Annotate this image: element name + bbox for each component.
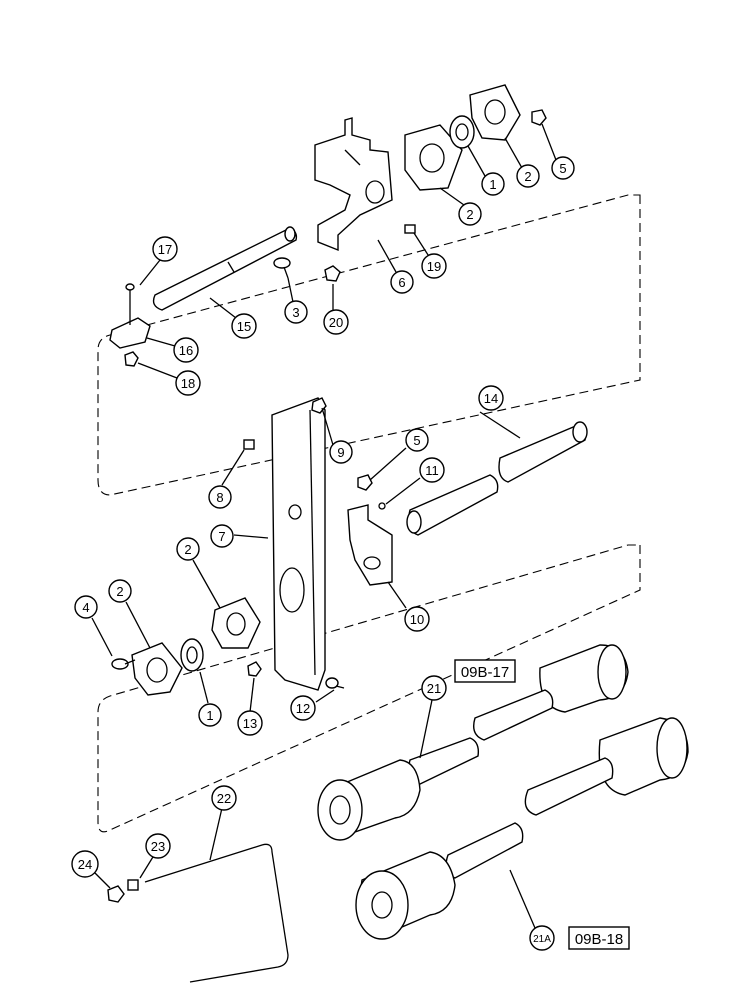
bracket-10 [347,504,393,586]
nut-20 [324,265,341,282]
svg-text:21A: 21A [533,934,551,945]
callout-11: 11 [419,457,445,483]
callout-24: 24 [71,850,99,878]
callout-23: 23 [145,833,171,859]
svg-text:19: 19 [427,259,441,274]
svg-text:15: 15 [237,319,251,334]
svg-text:8: 8 [216,490,223,505]
clip-11 [378,502,386,510]
callout-20: 20 [323,309,349,335]
shaft-15 [152,226,298,311]
nut-24 [107,885,125,903]
svg-text:1: 1 [206,708,213,723]
svg-text:2: 2 [524,169,531,184]
callout-1-lower: 1 [198,703,222,727]
callout-5-upper: 5 [551,156,575,180]
nut-18 [124,351,139,367]
callout-7: 7 [210,524,234,548]
carriage-bolt-12 [325,677,345,689]
mounting-bracket [314,117,393,252]
callout-6: 6 [390,270,414,294]
svg-text:9: 9 [337,445,344,460]
svg-text:12: 12 [296,701,310,716]
bolt-19 [404,224,416,234]
callout-17: 17 [152,236,178,262]
pto-shaft-21A [355,717,689,940]
callout-16: 16 [173,337,199,363]
callout-22: 22 [211,785,237,811]
svg-text:2: 2 [466,207,473,222]
callout-14: 14 [478,385,504,411]
bearing-upper [449,115,475,149]
callout-18: 18 [175,370,201,396]
svg-text:14: 14 [484,391,498,406]
bearing-lower [180,638,204,672]
svg-text:5: 5 [559,161,566,176]
callout-2-lower-left: 2 [108,579,132,603]
svg-text:23: 23 [151,839,165,854]
svg-text:6: 6 [398,275,405,290]
carriage-bolt-3 [273,257,291,279]
svg-text:22: 22 [217,791,231,806]
shaft-collar [109,283,151,349]
svg-text:1: 1 [489,177,496,192]
svg-text:3: 3 [292,305,299,320]
nut-13 [247,661,262,677]
callouts: 1 2 5 2 19 6 20 3 15 17 16 18 9 14 5 11 … [71,156,575,951]
callout-2-upper-left: 2 [458,202,482,226]
svg-text:7: 7 [218,529,225,544]
callout-3: 3 [284,300,308,324]
lower-assembly-outline [97,544,641,833]
tube-14 [498,421,588,483]
callout-10: 10 [404,606,430,632]
callout-2-upper-right: 2 [516,164,540,188]
callout-19: 19 [421,253,447,279]
callout-2-lower-right: 2 [176,537,200,561]
upper-assembly-outline [97,194,641,496]
callout-5-middle: 5 [405,428,429,452]
svg-text:4: 4 [82,600,89,615]
callout-4: 4 [74,595,98,619]
svg-text:17: 17 [158,242,172,257]
flange-plate-lower-right [211,597,261,649]
carriage-bolt-4 [111,658,136,670]
mounting-plate [271,397,326,691]
svg-text:16: 16 [179,343,193,358]
flange-plate-upper-left [404,124,463,191]
svg-text:20: 20 [329,315,343,330]
svg-text:11: 11 [425,463,439,478]
tube-14-second [406,474,499,536]
flange-plate-lower-left [131,642,183,696]
svg-text:24: 24 [78,857,92,872]
flange-plate-upper-right [469,84,521,141]
svg-text:13: 13 [243,716,257,731]
bolt-8 [243,439,255,450]
svg-text:5: 5 [413,433,420,448]
callout-15: 15 [231,313,257,339]
callout-8: 8 [208,485,232,509]
u-rod-22 [144,843,289,983]
callout-9: 9 [329,440,353,464]
reference-09B-18: 09B-18 [568,926,630,950]
svg-text:21: 21 [427,681,441,696]
callout-21A: 21A [529,925,555,951]
svg-text:09B-18: 09B-18 [575,931,623,948]
svg-text:10: 10 [410,612,424,627]
callout-12: 12 [290,695,316,721]
leader-lines [91,123,557,929]
reference-09B-17: 09B-17 [454,659,516,683]
callout-1-upper: 1 [481,172,505,196]
svg-text:09B-17: 09B-17 [461,664,509,681]
nut-upper [531,109,547,126]
callout-13: 13 [237,710,263,736]
pto-shaft-21 [317,644,629,841]
svg-text:18: 18 [181,376,195,391]
nut-middle [357,474,373,491]
callout-21: 21 [421,675,447,701]
svg-text:2: 2 [184,542,191,557]
svg-text:2: 2 [116,584,123,599]
washer-23 [127,879,139,891]
